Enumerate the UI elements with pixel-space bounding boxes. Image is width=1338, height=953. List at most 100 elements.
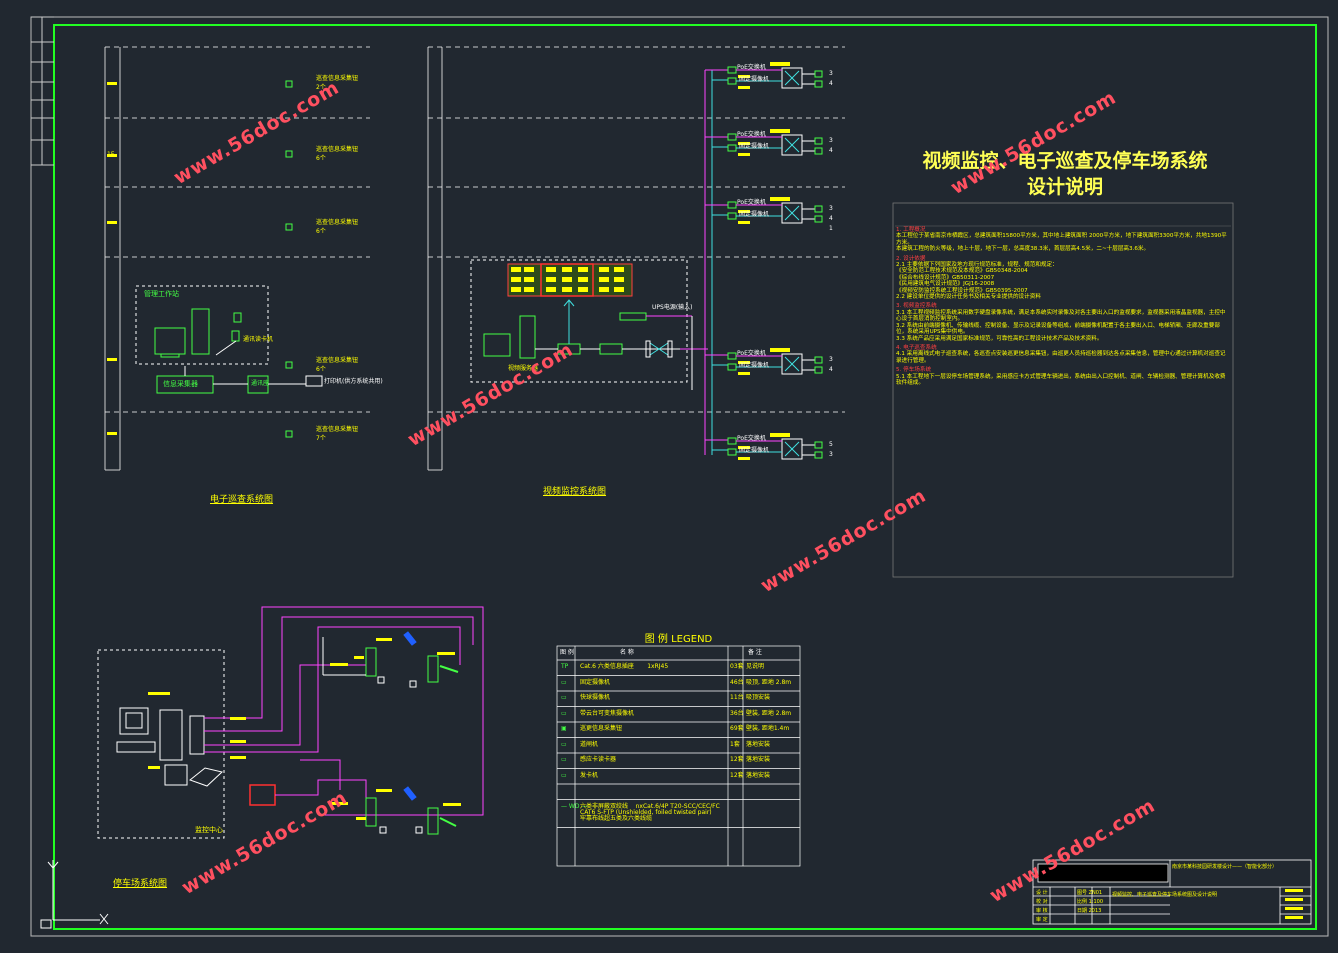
patrol-reader-label: 通讯读卡机	[243, 336, 274, 343]
patrol-yellow-tags	[107, 82, 117, 435]
patrol-floor-label: 巡查信息采集钮 2个	[316, 75, 359, 91]
video-camera-count: 4	[829, 147, 833, 154]
title-block-marks	[1285, 889, 1303, 919]
legend-row-name: 道闸机	[580, 740, 599, 748]
video-floor-group	[727, 129, 823, 156]
title-block-role: 设 计	[1036, 890, 1048, 896]
video-camera-count: 5	[829, 441, 833, 448]
video-poe-label: PoE交换机	[737, 435, 766, 442]
legend-row-symbol: ▭	[561, 694, 567, 701]
video-floor-group	[727, 197, 823, 224]
title-block-role: 审 核	[1036, 908, 1048, 914]
legend-row-symbol: — WD —	[561, 802, 588, 810]
parking-diagram-caption: 停车场系统图	[113, 879, 168, 889]
legend-row-qty: 12套	[730, 771, 744, 779]
title-block-meta: 日期 2013	[1077, 908, 1102, 914]
notes-paragraph: 本工程位于某省南京市栖霞区，总建筑面积15800平方米，其中地上建筑面积 200…	[896, 233, 1227, 246]
notes-paragraph: 3.3 系统产品应采用满足国家标准规范，可靠性高的工程设计技术产品及技术资料。	[896, 335, 1103, 342]
video-camera-count: 3	[829, 70, 833, 77]
video-host-label: 视频服务器	[508, 365, 539, 372]
legend-row-note: 吸顶, 距地 2.8m	[746, 678, 792, 686]
legend-row-qty: 1套	[730, 740, 740, 748]
legend-row-name: 发卡机	[580, 771, 599, 779]
legend-header-symbol: 图 例	[560, 649, 574, 656]
parking-yellow-tags	[148, 638, 461, 820]
legend-row-name: 六类非屏蔽双绞线 nxCat.6/4P T20-SCC/CEC/FC CAT6 …	[580, 802, 720, 822]
notes-paragraph: 5.1 本工程地下一层设停车场管理系统，采用感应卡方式管理车辆进出，系统由出入口…	[896, 373, 1226, 386]
patrol-collector-label: 信息采集器	[163, 380, 198, 388]
legend-table-grid	[556, 645, 801, 867]
outer-border	[30, 16, 1329, 937]
design-notes: 1. 工程概况本工程位于某省南京市栖霞区，总建筑面积15800平方米，其中地上建…	[896, 224, 1230, 386]
main-title: 视频监控、电子巡查及停车场系统 设计说明	[880, 148, 1250, 200]
video-poe-label: PoE交换机	[737, 199, 766, 206]
main-title-line1: 视频监控、电子巡查及停车场系统	[922, 150, 1208, 172]
video-diagram-caption: 视频监控系统图	[543, 487, 607, 497]
inner-frame	[53, 24, 1317, 930]
video-camera-count: 3	[829, 137, 833, 144]
video-camera-label: 固定摄像机	[739, 362, 770, 369]
legend-row-note: 壁装, 距地1.4m	[746, 725, 790, 732]
legend-row-name: 快球摄像机	[580, 694, 611, 701]
notes-paragraph: 2.2 建设单位提供的设计任务书及相关专业提供的设计资料	[896, 294, 1041, 301]
patrol-floor-label: 巡查信息采集钮 6个	[316, 357, 359, 373]
main-title-line2: 设计说明	[1026, 176, 1103, 198]
title-block-role: 校 对	[1036, 899, 1048, 905]
legend-row-name: 巡更信息采集钮	[580, 725, 623, 732]
legend-row-name: 带云台可变焦摄像机	[580, 709, 635, 717]
video-floor-group	[727, 62, 823, 89]
legend-header-note: 备 注	[748, 649, 762, 656]
patrol-workstation-label: 管理工作站	[144, 290, 179, 298]
legend-row-symbol: ▣	[561, 725, 567, 732]
legend-row-qty: 36台	[730, 709, 744, 717]
patrol-floor-label: 巡查信息采集钮 7个	[316, 426, 359, 442]
notes-paragraph: 《综合布线设计规范》GB50311-2007	[896, 274, 995, 281]
video-floor-group	[727, 348, 823, 375]
patrol-diagram-caption: 电子巡查系统图	[210, 495, 274, 505]
notes-heading: 2. 设计依据	[896, 255, 926, 262]
notes-paragraph: 4.1 采用离线式电子巡查系统，各巡查点安装巡更信息采集钮，由巡更人员持巡检器到…	[896, 351, 1226, 364]
legend-row-note: 见说明	[746, 663, 765, 670]
video-camera-label: 固定摄像机	[739, 211, 770, 218]
title-block-grid	[1032, 859, 1312, 925]
video-camera-label: 固定摄像机	[739, 76, 770, 83]
notes-paragraph: 《安全防范工程技术规范及本规范》GB50348-2004	[896, 268, 1028, 275]
legend-row-symbol: TP	[561, 663, 569, 670]
patrol-converter-label: 通讯座	[251, 380, 270, 387]
video-poe-label: PoE交换机	[737, 131, 766, 138]
legend-header-name: 名 称	[620, 649, 634, 656]
legend-row-note: 壁装, 距地 2.8m	[746, 709, 792, 717]
legend-row-note: 落地安装	[746, 756, 771, 763]
legend-row-name: Cat.6 六类信息插座 1xRJ45	[580, 663, 669, 670]
video-camera-label: 固定摄像机	[739, 143, 770, 150]
legend-row-symbol: ▭	[561, 709, 567, 717]
title-block-drawing: 视频监控、电子巡查及停车场系统图及设计说明	[1112, 892, 1218, 898]
title-block-meta: 图号 ZN01	[1077, 890, 1103, 896]
notes-heading: 1. 工程概况	[896, 227, 926, 233]
patrol-diagram-lines	[104, 46, 370, 471]
video-floor-group	[727, 433, 823, 460]
legend-row-symbol: ▭	[561, 756, 567, 763]
video-camera-count: 4	[829, 366, 833, 373]
video-camera-count: 4	[829, 215, 833, 222]
binding-strip	[31, 16, 54, 166]
notes-box	[892, 202, 1234, 578]
legend-row-qty: 69套	[730, 725, 744, 732]
parking-room-label: 监控中心	[195, 826, 223, 834]
legend-row-note: 吸顶安装	[746, 694, 771, 701]
video-camera-count: 1	[829, 225, 833, 232]
patrol-floor-label: 巡查信息采集钮 6个	[316, 219, 359, 235]
legend-title: 图 例 LEGEND	[644, 634, 713, 645]
patrol-printer-label: 打印机(供方系统共用)	[324, 378, 383, 385]
notes-paragraph: 《民用建筑电气设计规范》JGJ16-2008	[896, 281, 995, 288]
legend-row-symbol: ▭	[561, 678, 567, 686]
legend-row-name: 感应卡读卡器	[580, 756, 617, 763]
legend-row-qty: 46台	[730, 678, 744, 686]
video-camera-label: 固定摄像机	[739, 447, 770, 454]
video-camera-count: 3	[829, 451, 833, 458]
video-camera-count: 3	[829, 205, 833, 212]
notes-paragraph: 3.1 本工程视频监控系统采用数字硬盘录像系统，满足本系统实时录像及对各主要出入…	[896, 309, 1226, 323]
video-poe-label: PoE交换机	[737, 350, 766, 357]
